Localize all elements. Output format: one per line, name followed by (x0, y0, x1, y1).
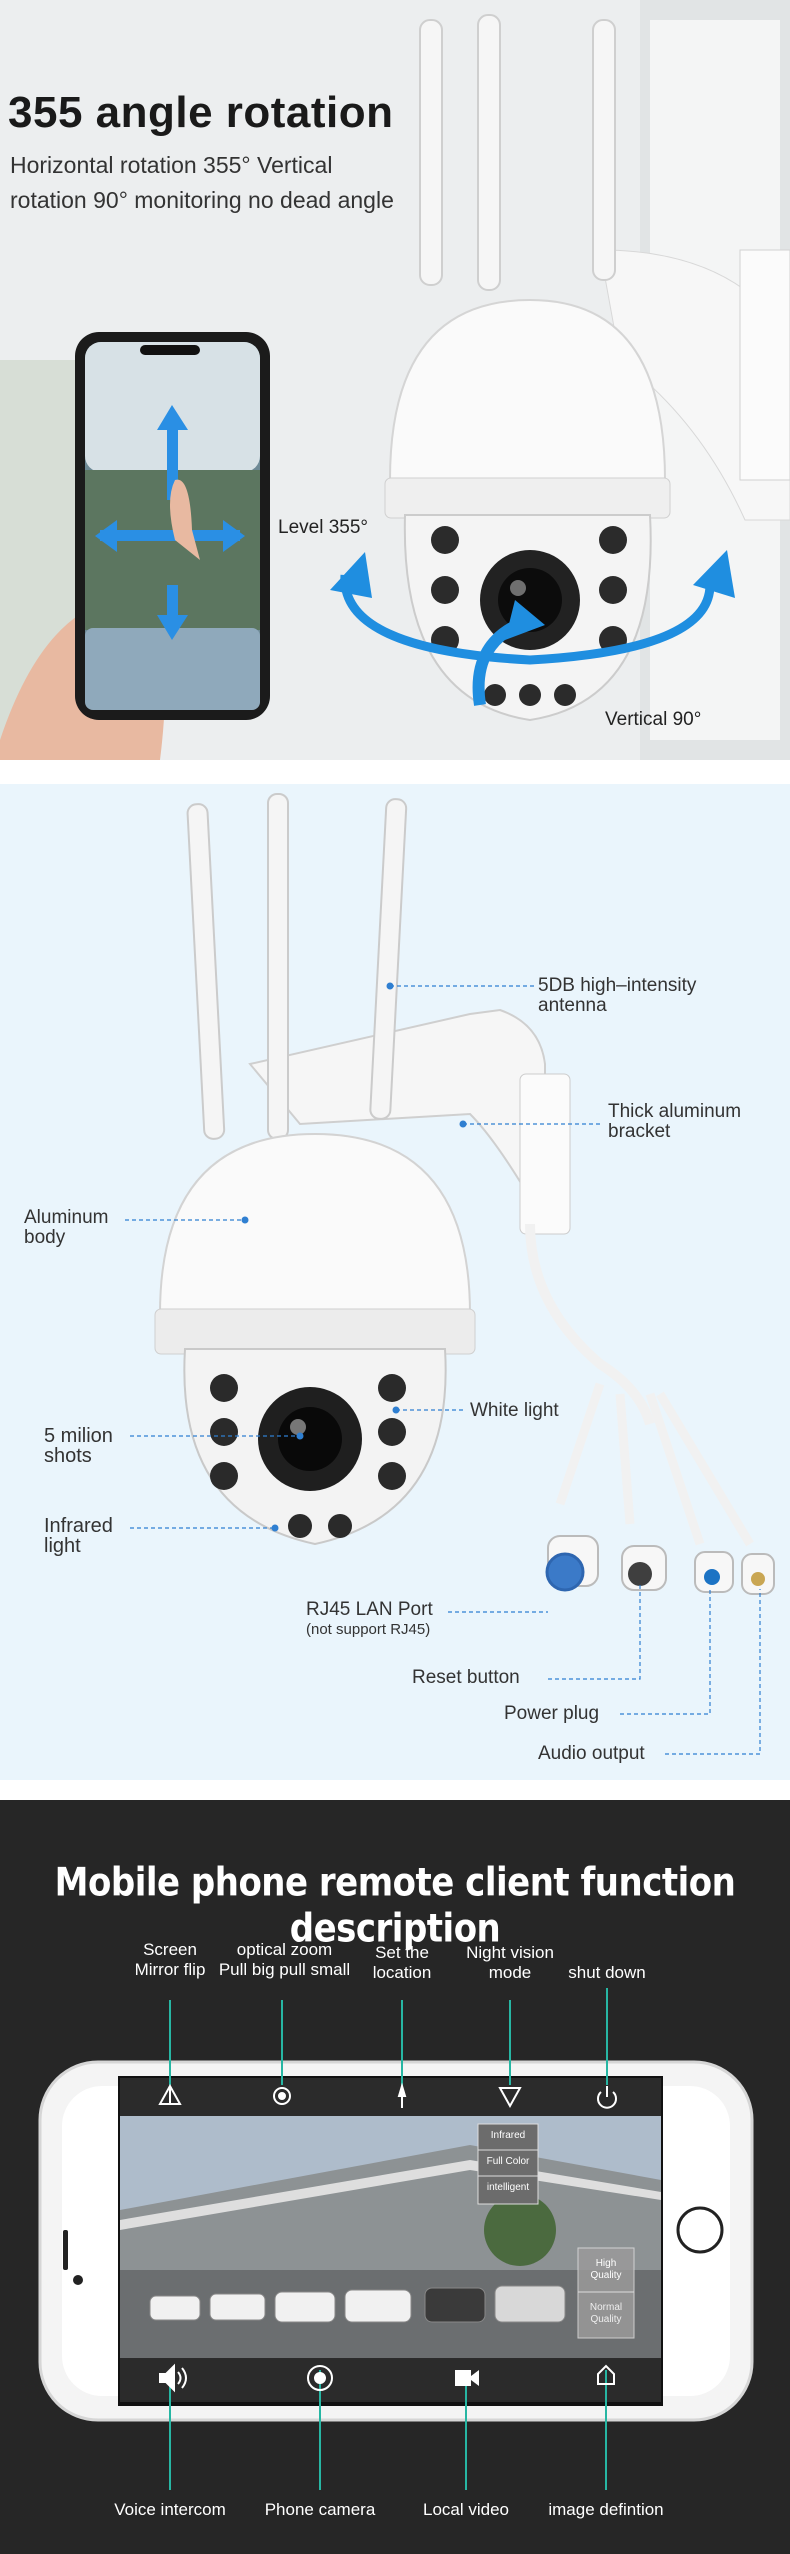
components-panel: 5DB high–intensity antenna Thick aluminu… (0, 784, 790, 1780)
bracket-label-line1: Thick aluminum (608, 1101, 742, 1122)
label-line1: optical zoom (236, 1940, 333, 1959)
zoom-icon (273, 2087, 291, 2105)
camera-icon (307, 2365, 333, 2391)
rj45-label-note: (not support RJ45) (306, 1621, 431, 1638)
camera-diagram (125, 793, 775, 1755)
video-icon (455, 2370, 479, 2386)
label-line2: mode (488, 1963, 532, 1982)
rotation-subtitle-line2: rotation 90° monitoring no dead angle (10, 187, 394, 213)
night-vision-icon (498, 2087, 522, 2109)
page-title: 355 angle rotation (8, 88, 394, 137)
night-vision-option-infrared[interactable]: Infrared (490, 2130, 526, 2141)
local-video-label: Local video (422, 2500, 509, 2519)
shots-label-line1: 5 milion (44, 1425, 113, 1447)
label-line2: Pull big pull small (218, 1960, 351, 1979)
image-definition-label: image defintion (548, 2500, 664, 2519)
rj45-label-main: RJ45 LAN Port (306, 1599, 433, 1620)
rotation-subtitle-line1: Horizontal rotation 355° Vertical (10, 152, 333, 178)
reset-button-label: Reset button (412, 1667, 520, 1688)
label-line1: Set the (375, 1943, 429, 1962)
infrared-label-line1: Infrared (44, 1515, 113, 1537)
phone-camera-label: Phone camera (264, 2500, 376, 2519)
rotation-panel: 355 angle rotation Horizontal rotation 3… (0, 0, 790, 760)
antenna-group (419, 14, 616, 291)
body-label: Aluminum body (24, 1208, 108, 1248)
label-line1: shut down (568, 1963, 646, 1982)
label-line2: Mirror flip (134, 1960, 206, 1979)
infrared-label: Infrared light (44, 1516, 113, 1556)
body-label-line2: body (24, 1227, 66, 1248)
location-icon (397, 2082, 407, 2108)
power-plug-label: Power plug (504, 1703, 600, 1724)
antenna-label: 5DB high–intensity antenna (538, 976, 696, 1016)
definition-icon (597, 2364, 615, 2385)
infrared-label-line2: light (44, 1535, 81, 1557)
shots-label-line2: shots (44, 1445, 92, 1467)
quality-option-high[interactable]: High Quality (590, 2258, 622, 2281)
shut-down-label: shut down (542, 1963, 672, 1983)
label-line1: Night vision (466, 1943, 554, 1962)
antenna-label-line1: 5DB high–intensity (538, 975, 697, 996)
shots-label: 5 milion shots (44, 1426, 113, 1466)
rj45-label: RJ45 LAN Port (not support RJ45) (306, 1600, 433, 1640)
set-location-label: Set the location (337, 1943, 467, 1983)
night-vision-menu (477, 2123, 539, 2205)
night-vision-option-intelligent[interactable]: intelligent (486, 2182, 530, 2193)
mirror-flip-icon (158, 2083, 182, 2105)
label-line1: Screen (143, 1940, 197, 1959)
phone-illustration (38, 1988, 754, 2490)
night-vision-label: Night vision mode (445, 1943, 575, 1983)
bracket-label-line2: bracket (608, 1121, 671, 1142)
rotation-illustration (0, 0, 790, 760)
level-label: Level 355° (278, 517, 368, 538)
quality-option-normal[interactable]: Normal Quality (589, 2302, 623, 2325)
vertical-label: Vertical 90° (605, 709, 702, 730)
body-label-line1: Aluminum (24, 1207, 109, 1228)
app-functions-panel: Mobile phone remote client function desc… (0, 1800, 790, 2554)
power-icon (597, 2086, 617, 2109)
label-line2: location (372, 1963, 432, 1982)
night-vision-option-fullcolor[interactable]: Full Color (486, 2156, 530, 2167)
speaker-icon (159, 2363, 187, 2393)
white-light-label: White light (470, 1400, 559, 1421)
bracket-label: Thick aluminum bracket (608, 1102, 741, 1142)
optical-zoom-label: optical zoom Pull big pull small (212, 1940, 357, 1980)
quality-menu (577, 2247, 635, 2339)
voice-intercom-label: Voice intercom (114, 2500, 226, 2519)
screen-mirror-flip-label: Screen Mirror flip (105, 1940, 235, 1980)
antenna-label-line2: antenna (538, 995, 607, 1016)
app-functions-title: Mobile phone remote client function desc… (54, 1860, 736, 1952)
audio-output-label: Audio output (538, 1743, 645, 1764)
